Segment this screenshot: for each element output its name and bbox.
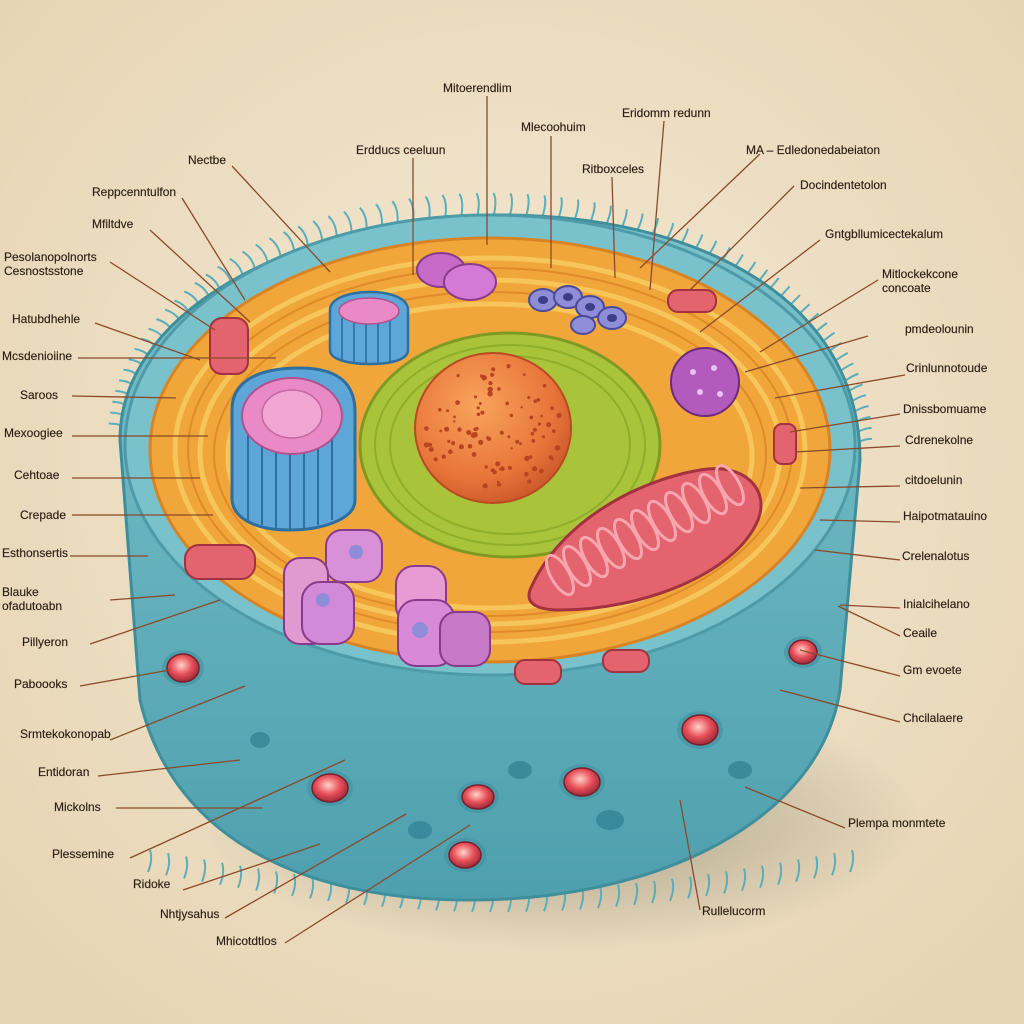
nucleus-dots bbox=[423, 364, 562, 489]
label-mcsdenioiine: Mcsdenioiine bbox=[2, 349, 73, 363]
label-mhicotdtlos: Mhicotdtlos bbox=[216, 934, 277, 948]
label-pillyeron: Pillyeron bbox=[22, 635, 69, 649]
label-nectbe: Nectbe bbox=[188, 153, 227, 167]
membrane-vesicles bbox=[162, 636, 822, 872]
label-cdrenekolne: Cdrenekolne bbox=[905, 433, 974, 447]
label-srmtekokonopab: Srmtekokonopab bbox=[20, 727, 111, 741]
label-mitoerendlim: Mitoerendlim bbox=[443, 81, 512, 95]
label-plempa-monmtete: Plempa monmtete bbox=[848, 816, 946, 830]
label-chcilalaere: Chcilalaere bbox=[903, 711, 964, 725]
label-docindentetolon: Docindentetolon bbox=[800, 178, 887, 192]
label-crepade: Crepade bbox=[20, 508, 67, 522]
golgi-stack-left bbox=[230, 366, 357, 532]
label-paboooks: Paboooks bbox=[14, 677, 68, 691]
label-ma-edledonedabeiaton: MA – Edledonedabeiaton bbox=[746, 143, 881, 157]
label-hatubdhehle: Hatubdhehle bbox=[12, 312, 81, 326]
label-mfiltdve: Mfiltdve bbox=[92, 217, 134, 231]
label-pmdeolounin: pmdeolounin bbox=[905, 322, 974, 336]
label-rullelucorm: Rullelucorm bbox=[702, 904, 766, 918]
label-mlecoohuim: Mlecoohuim bbox=[521, 120, 586, 134]
label-entidoran: Entidoran bbox=[38, 765, 90, 779]
leader-lines bbox=[70, 96, 906, 944]
label-nhtjysahus: Nhtjysahus bbox=[160, 907, 220, 921]
label-erdducs-ceeluun: Erdducs ceeluun bbox=[356, 143, 446, 157]
label-ritboxceles: Ritboxceles bbox=[582, 162, 645, 176]
label-mickolns: Mickolns bbox=[54, 800, 101, 814]
label-mexoogiee: Mexoogiee bbox=[4, 426, 63, 440]
label-ceaile: Ceaile bbox=[903, 626, 938, 640]
label-crelenalotus: Crelenalotus bbox=[902, 549, 970, 563]
label-saroos: Saroos bbox=[20, 388, 59, 402]
label-esthonsertis: Esthonsertis bbox=[2, 546, 69, 560]
mitochondrion bbox=[527, 463, 763, 612]
nucleus bbox=[414, 352, 572, 504]
label-ridoke: Ridoke bbox=[133, 877, 171, 891]
vesicle-cluster-top bbox=[416, 252, 497, 301]
label-crinlunnotoude: Crinlunnotoude bbox=[906, 361, 988, 375]
label-cehtoae: Cehtoae bbox=[14, 468, 60, 482]
label-reppcenntulfon: Reppcenntulfon bbox=[92, 185, 177, 199]
label-gntgbllumicectekalum: Gntgbllumicectekalum bbox=[825, 227, 944, 241]
label-dnissbomuame: Dnissbomuame bbox=[903, 402, 987, 416]
vacuole-cluster bbox=[283, 529, 491, 667]
label-gm-evoete: Gm evoete bbox=[903, 663, 962, 677]
label-haipotmatauino: Haipotmatauino bbox=[903, 509, 988, 523]
label-citdoelunin: citdoelunin bbox=[905, 473, 963, 487]
label-plessemine: Plessemine bbox=[52, 847, 115, 861]
label-inialcihelano: Inialcihelano bbox=[903, 597, 970, 611]
golgi-stack-top bbox=[328, 290, 410, 366]
lysosome bbox=[670, 347, 740, 417]
small-organelles bbox=[184, 289, 797, 685]
label-eridomm-redunn: Eridomm redunn bbox=[622, 106, 711, 120]
